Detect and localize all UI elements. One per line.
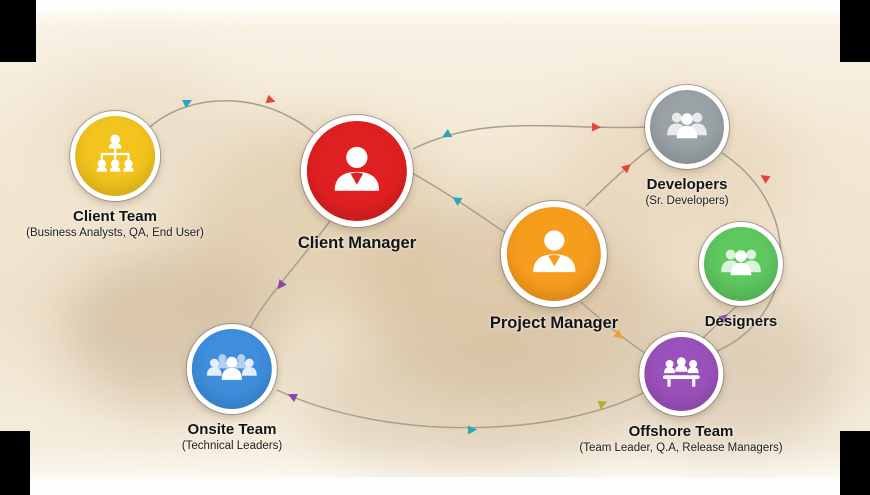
arrow-icon (287, 393, 298, 403)
client-manager-circle[interactable] (301, 115, 413, 227)
node-sublabel: (Business Analysts, QA, End User) (26, 227, 204, 239)
project-manager-circle[interactable] (501, 201, 607, 307)
onsite-team-circle[interactable] (186, 324, 277, 414)
designers-circle[interactable] (699, 222, 783, 306)
people-group-icon (716, 244, 766, 285)
arrow-icon (277, 279, 287, 290)
node-project-manager[interactable]: Project Manager (490, 201, 618, 333)
node-label: Client Manager (297, 234, 417, 252)
node-label: Designers (704, 313, 778, 330)
people-network-icon (90, 132, 140, 181)
arrow-icon (452, 197, 463, 206)
arrow-icon (591, 122, 601, 132)
node-client-manager[interactable]: Client Manager (298, 115, 416, 253)
node-sublabel: (Team Leader, Q.A, Release Managers) (579, 442, 783, 454)
top-white-strip (36, 0, 840, 10)
node-offshore-team[interactable]: Offshore Team (Team Leader, Q.A, Release… (579, 332, 783, 454)
letterbox-corner-top-right (840, 0, 870, 62)
node-client-team[interactable]: Client Team (Business Analysts, QA, End … (26, 111, 204, 239)
person-icon (328, 140, 386, 203)
arrow-icon (265, 94, 276, 104)
node-label: Offshore Team (628, 423, 734, 440)
person-icon (527, 224, 582, 284)
bottom-white-strip (30, 477, 840, 495)
people-crowd-icon (205, 349, 259, 390)
arrow-icon (621, 164, 631, 174)
offshore-team-circle[interactable] (639, 332, 723, 416)
node-sublabel: (Sr. Developers) (645, 195, 729, 207)
arrow-icon (467, 425, 477, 435)
node-onsite-team[interactable]: Onsite Team (Technical Leaders) (182, 324, 282, 452)
arrow-icon (181, 99, 193, 109)
letterbox-corner-top-left (0, 0, 36, 62)
node-label: Client Team (73, 208, 157, 225)
node-label: Developers (646, 176, 728, 193)
arrow-icon (760, 174, 771, 184)
node-sublabel: (Technical Leaders) (181, 440, 283, 452)
client-team-circle[interactable] (70, 111, 160, 201)
meeting-table-icon (656, 353, 706, 396)
node-developers[interactable]: Developers (Sr. Developers) (645, 85, 729, 207)
node-label: Onsite Team (187, 421, 277, 438)
letterbox-corner-bottom-right (840, 431, 870, 495)
edge-clientmanager-developers (412, 124, 646, 150)
arrow-icon (442, 129, 453, 138)
people-group-icon (662, 107, 712, 148)
letterbox-corner-bottom-left (0, 431, 30, 495)
node-label: Project Manager (489, 314, 619, 332)
node-designers[interactable]: Designers (699, 222, 783, 330)
developers-circle[interactable] (645, 85, 729, 169)
